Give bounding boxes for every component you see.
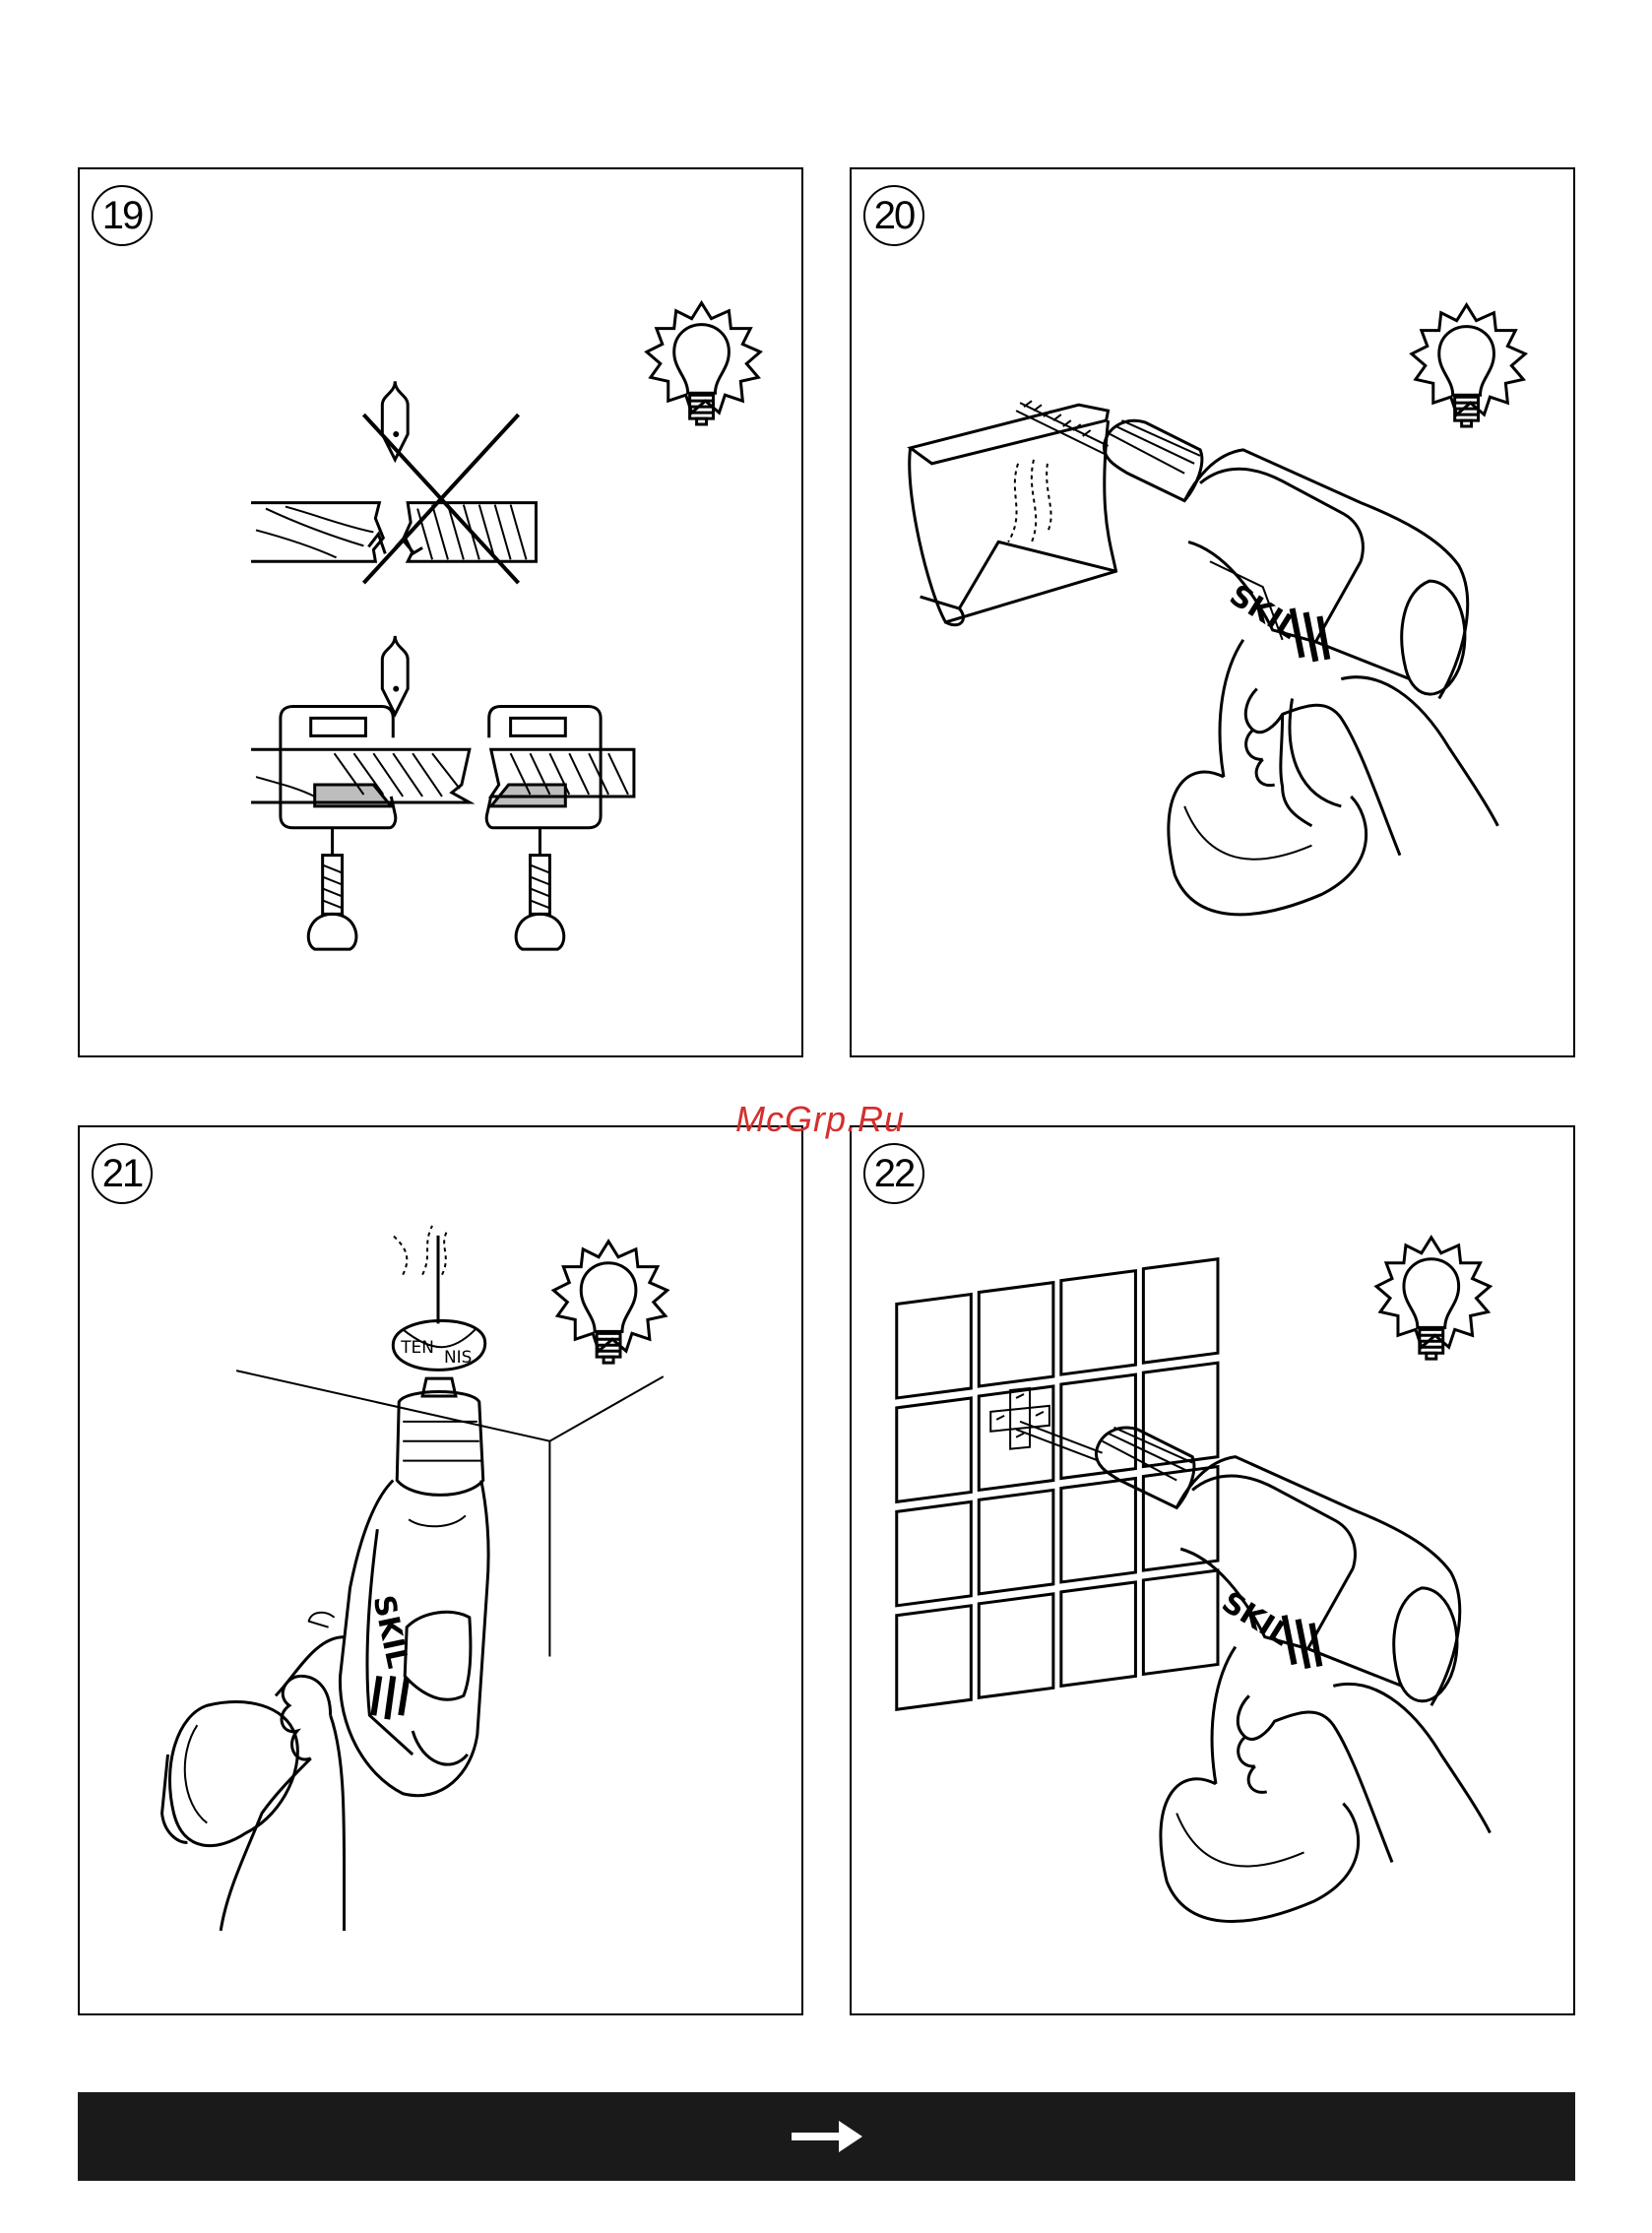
lightbulb-icon [647,303,760,424]
watermark: McGrp.Ru [735,1099,905,1140]
panel-19: 19 [78,167,803,1057]
lightbulb-icon [1412,305,1525,426]
arrow-right-icon [790,2117,864,2156]
lightbulb-icon [1376,1238,1490,1359]
left-clamp [281,706,396,949]
drill: SKIL [1104,420,1467,915]
footer-bar [78,2092,1575,2181]
drill-with-envelope-illustration: SKIL [852,169,1573,1055]
panel-20: 20 SKIL [850,167,1575,1057]
panel-22: 22 [850,1125,1575,2015]
tile-drilling-illustration: SKIL [852,1127,1573,2013]
ceiling-drilling-illustration: TEN NIS SKIL [80,1127,801,2013]
hand [1245,677,1497,856]
tile-grid [897,1259,1218,1710]
drill-brand-label: SKIL [366,1592,415,1671]
drill: SKIL [276,1378,488,1796]
panel-21: 21 TEN NIS SKIL [78,1125,803,2015]
right-clamp [486,706,601,949]
clamp-illustration [80,169,801,1055]
ball-text-1: TEN [400,1337,434,1357]
hand [221,1676,344,1931]
ball-text-2: NIS [444,1347,472,1367]
hand [1238,1684,1490,1862]
lightbulb-icon [553,1242,667,1363]
